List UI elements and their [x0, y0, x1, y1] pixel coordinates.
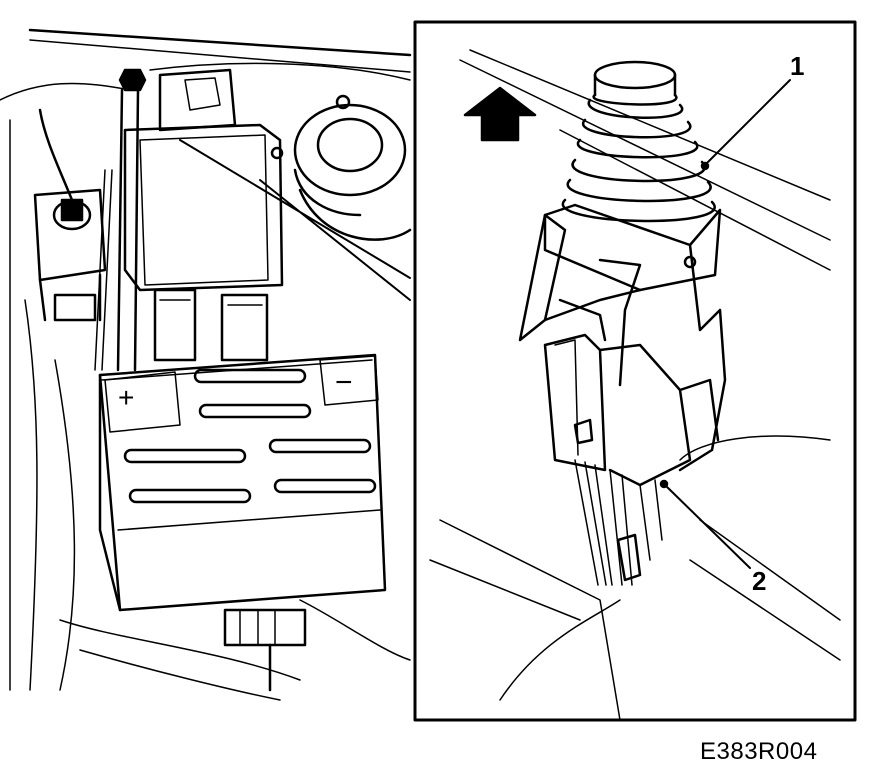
callout-label-1: 1 [790, 51, 805, 81]
detail-inset [413, 20, 857, 722]
callout-label-2: 2 [752, 566, 767, 596]
fluid-reservoir [33, 108, 107, 322]
connector-boot [561, 60, 716, 223]
battery-positive-symbol: + [118, 382, 134, 413]
connector-housing [518, 203, 727, 586]
engine-bay-overview: + − [0, 28, 412, 701]
leader-line-1 [704, 79, 791, 166]
strut-dome [293, 94, 412, 241]
battery-negative-symbol: − [335, 366, 353, 399]
battery: + − [98, 353, 387, 692]
figure-reference-code: E383R004 [700, 738, 818, 765]
relay-box [123, 68, 284, 362]
leader-line-2 [664, 484, 751, 569]
arrow-up-icon [463, 86, 537, 142]
